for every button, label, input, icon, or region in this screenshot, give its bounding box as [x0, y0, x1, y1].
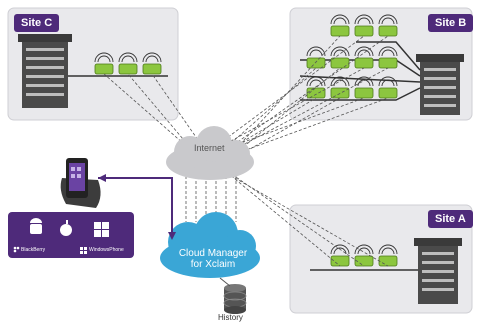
- access-point-icon: [354, 76, 374, 99]
- blackberry-label: BlackBerry: [21, 247, 46, 253]
- access-point-icon: [330, 46, 350, 69]
- site-b-label: Site B: [428, 14, 474, 32]
- smartphone-icon: [60, 158, 101, 208]
- cloud-manager-line2: for Xclaim: [190, 259, 236, 270]
- history-link: [219, 277, 231, 287]
- cloud-manager-line1: Cloud Manager: [178, 248, 248, 259]
- access-point-icon: [94, 52, 114, 75]
- internet-label: Internet: [194, 143, 225, 153]
- access-point-icon: [378, 14, 398, 37]
- internet-cloud-icon: [166, 126, 254, 180]
- blackberry-icon: [13, 246, 20, 253]
- dashed-link: [219, 35, 341, 167]
- arrow-down-icon: [168, 232, 176, 240]
- dashed-link: [211, 159, 341, 267]
- dashed-link: [199, 35, 365, 159]
- site-c-label: Site C: [14, 14, 60, 32]
- access-point-icon: [330, 244, 350, 267]
- site-c-building-icon: [18, 34, 72, 108]
- access-point-icon: [354, 244, 374, 267]
- windows-phone-label: WindowsPhone: [89, 247, 124, 253]
- access-point-icon: [118, 52, 138, 75]
- access-point-icon: [142, 52, 162, 75]
- dashed-link: [199, 97, 365, 159]
- windows-phone-icon: [80, 247, 87, 254]
- cloud-manager-icon: [160, 212, 260, 278]
- access-point-icon: [330, 14, 350, 37]
- cloud-manager-label: Cloud Manager for Xclaim: [170, 248, 256, 270]
- dashed-link: [219, 165, 365, 267]
- android-icon: [30, 218, 42, 234]
- windows-icon: [94, 222, 109, 237]
- arrow-left-icon: [98, 174, 106, 182]
- site-a-label: Site A: [428, 210, 473, 228]
- dashed-link: [211, 67, 317, 161]
- access-point-icon: [378, 76, 398, 99]
- app-connection-line: [98, 177, 173, 236]
- access-point-icon: [354, 46, 374, 69]
- site-b-building-icon: [416, 54, 464, 115]
- access-point-icon: [306, 46, 326, 69]
- dashed-link: [204, 67, 389, 166]
- apple-icon: [60, 220, 72, 236]
- access-point-icon: [378, 46, 398, 69]
- site-a-building-icon: [414, 238, 462, 304]
- access-points: [94, 14, 398, 267]
- history-database-icon: [223, 284, 247, 314]
- history-label: History: [218, 313, 243, 322]
- access-point-icon: [354, 14, 374, 37]
